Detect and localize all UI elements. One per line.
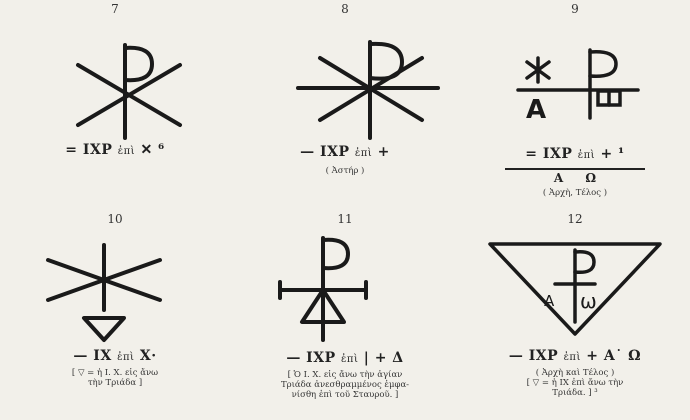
figure-note: [ Ὁ Ι. X. εἰς ἄνω τὴν ἁγίαν Τριάδα ἀνεσθ… bbox=[280, 370, 410, 400]
figure-note: ( Ἀρχὴ, Τέλος ) bbox=[542, 188, 608, 198]
figure-number: 10 bbox=[107, 212, 123, 226]
figure-note: [ ▽ = ἡ Ι. X. εἰς ἄνω τὴν Τριάδα ] bbox=[71, 368, 159, 388]
figure-9: 9 A = IXP ἐπὶ + ¹ A Ω ( Ἀρχὴ, bbox=[460, 0, 690, 210]
figure-note: ( Ἀρχὴ καὶ Τέλος ) [ ▽ = ἡ IX ἐπὶ ἄνω τὴ… bbox=[526, 368, 624, 398]
figure-caption: — IXP ἐπὶ + bbox=[300, 144, 390, 160]
figure-11: 11 — IXP ἐπὶ | + Δ [ Ὁ Ι. X. εἰς ἄνω τὴν… bbox=[230, 210, 460, 420]
rho-cross-triangle-icon bbox=[278, 236, 368, 342]
figure-7: 7 = IXP ἐπὶ ✕ ⁶ bbox=[0, 0, 230, 210]
figure-caption: — IXP ἐπὶ + A˙ Ω bbox=[508, 348, 642, 364]
chi-rho-star-icon bbox=[76, 43, 182, 140]
figure-note: ( Ἀστήρ ) bbox=[325, 166, 365, 176]
chi-rho-asterisk-icon bbox=[296, 40, 440, 140]
figure-caption: = IXP ἐπὶ + ¹ bbox=[525, 146, 625, 162]
figure-number: 7 bbox=[111, 2, 119, 16]
iota-chi-triangle-icon bbox=[46, 243, 162, 342]
figure-number: 11 bbox=[337, 212, 353, 226]
figure-caption: — IX ἐπὶ X· bbox=[73, 348, 157, 364]
symbol-alpha-letter: A bbox=[544, 292, 555, 310]
figure-12: 12 A ω — IXP ἐπὶ + A˙ Ω ( Ἀρχὴ καὶ Τέλος… bbox=[460, 210, 690, 420]
symbol-alpha-letter: A bbox=[526, 95, 546, 125]
fraction-rule bbox=[505, 168, 645, 170]
figure-number: 9 bbox=[571, 2, 579, 16]
star-alpha-cross-rho-icon: A bbox=[516, 48, 640, 125]
figure-number: 12 bbox=[567, 212, 583, 226]
symbol-omega-letter: ω bbox=[580, 289, 597, 313]
figure-caption: — IXP ἐπὶ | + Δ bbox=[286, 350, 404, 366]
triangle-chi-rho-alpha-omega-icon: A ω bbox=[488, 242, 662, 336]
figure-caption: = IXP ἐπὶ ✕ ⁶ bbox=[65, 142, 165, 158]
figure-10: 10 — IX ἐπὶ X· [ ▽ = ἡ Ι. X. εἰς ἄνω τὴν… bbox=[0, 210, 230, 420]
alpha-omega-label: A Ω bbox=[553, 171, 597, 185]
figure-8: 8 — IXP ἐπὶ + ( Ἀστήρ ) bbox=[230, 0, 460, 210]
figure-number: 8 bbox=[341, 2, 349, 16]
